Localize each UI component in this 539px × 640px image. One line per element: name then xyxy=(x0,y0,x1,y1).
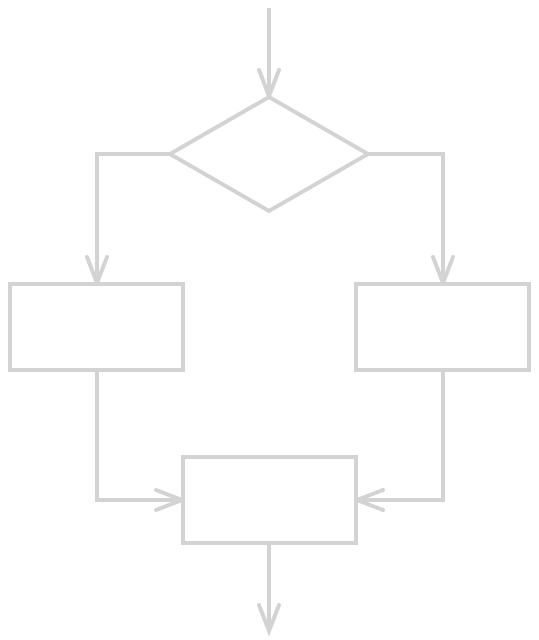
edge-left-process-to-merge xyxy=(95,370,182,502)
edge-decision-to-right-process xyxy=(368,152,445,283)
left-process-box xyxy=(8,282,185,372)
edge-right-process-to-merge xyxy=(357,370,445,502)
arrowhead-down-end xyxy=(257,603,281,637)
decision-diamond xyxy=(165,94,373,214)
edge-decision-to-left-process xyxy=(95,152,170,283)
merge-process-box xyxy=(181,455,358,545)
right-process-box xyxy=(354,282,531,372)
flowchart-nodes xyxy=(8,94,531,545)
flowchart-edges xyxy=(95,8,445,631)
